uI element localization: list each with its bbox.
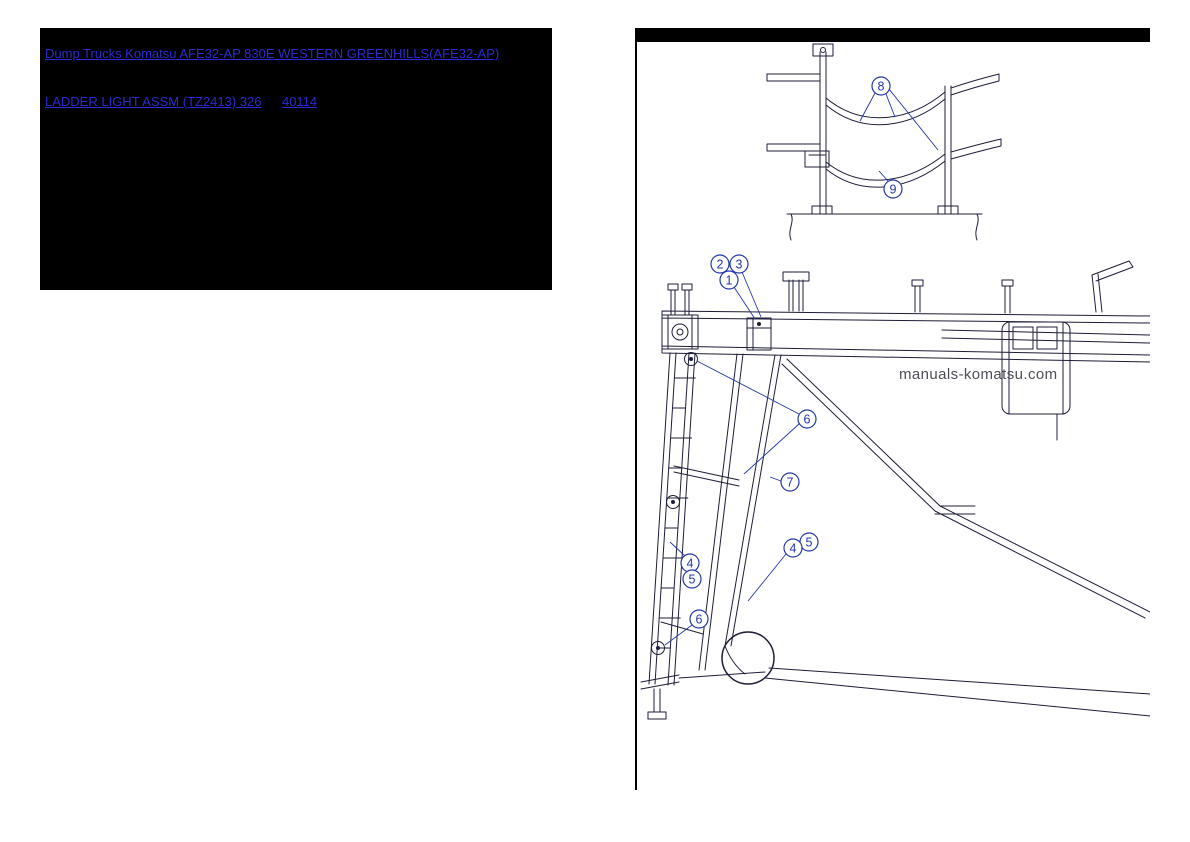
callout-3: 3 (729, 254, 749, 274)
callout-5-left: 5 (682, 569, 702, 589)
callout-1: 1 (719, 270, 739, 290)
svg-text:4: 4 (790, 542, 797, 556)
svg-text:4: 4 (687, 557, 694, 571)
callout-4-right: 4 (783, 538, 803, 558)
info-panel: Dump Trucks Komatsu AFE32-AP 830E WESTER… (40, 28, 552, 290)
parts-diagram: manuals-komatsu.com 2 3 (637, 28, 1150, 720)
watermark-text: manuals-komatsu.com (899, 366, 1058, 383)
callout-5-right: 5 (799, 532, 819, 552)
handrail-detail-drawing (766, 43, 1002, 241)
svg-text:7: 7 (787, 476, 794, 490)
callout-2: 2 (710, 254, 730, 274)
callout-6-lower: 6 (689, 609, 709, 629)
callout-7: 7 (780, 472, 800, 492)
callout-9: 9 (883, 179, 903, 199)
breadcrumb: Dump Trucks Komatsu AFE32-AP 830E WESTER… (45, 46, 546, 61)
assembly-section-link[interactable]: LADDER LIGHT ASSM (TZ2413) 326 (45, 94, 262, 109)
svg-text:8: 8 (878, 80, 885, 94)
svg-text:9: 9 (890, 183, 897, 197)
model-breadcrumb-link[interactable]: Dump Trucks Komatsu AFE32-AP 830E WESTER… (45, 46, 500, 61)
svg-text:5: 5 (689, 573, 696, 587)
svg-text:3: 3 (736, 258, 743, 272)
page-number-link[interactable]: 40114 (281, 94, 318, 109)
callout-4-left: 4 (680, 553, 700, 573)
callout-8: 8 (871, 76, 891, 96)
svg-text:5: 5 (806, 536, 813, 550)
svg-text:1: 1 (726, 274, 733, 288)
section-row: LADDER LIGHT ASSM (TZ2413) 326 40114 (45, 94, 546, 109)
svg-text:6: 6 (804, 413, 811, 427)
ladder-assembly-drawing (640, 260, 1150, 720)
callout-leader-lines (664, 88, 939, 646)
diagram-header-bar (637, 28, 1150, 42)
parts-diagram-panel: manuals-komatsu.com 2 3 (635, 28, 1150, 790)
callout-6-upper: 6 (797, 409, 817, 429)
svg-text:2: 2 (717, 258, 724, 272)
svg-text:6: 6 (696, 613, 703, 627)
